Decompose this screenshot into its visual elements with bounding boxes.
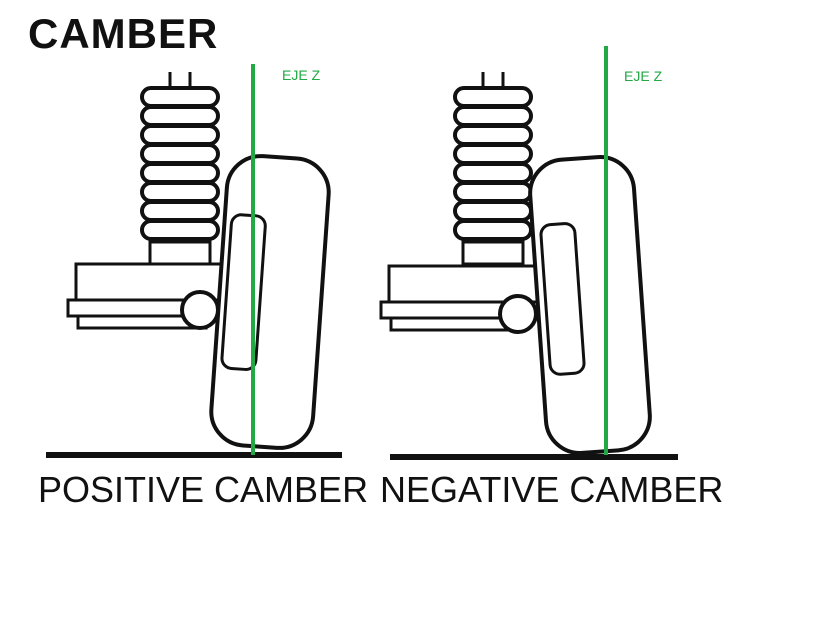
coil-spring: [453, 86, 533, 241]
shock-mount: [148, 240, 212, 266]
shock-mount: [461, 240, 525, 266]
positive-camber-panel: EJE Z POSITIVE CAMBER: [38, 64, 368, 510]
tire: [209, 154, 331, 450]
diagram-title: CAMBER: [28, 10, 218, 57]
ground-line: [46, 452, 342, 458]
ground-line: [390, 454, 678, 460]
z-axis-label: EJE Z: [282, 67, 321, 83]
positive-camber-caption: POSITIVE CAMBER: [38, 469, 368, 510]
negative-camber-caption: NEGATIVE CAMBER: [380, 469, 723, 510]
tire: [528, 155, 652, 455]
negative-camber-panel: EJE Z NEGATIVE CAMBER: [379, 46, 723, 510]
control-arm: [66, 262, 228, 330]
ball-joint: [498, 294, 538, 334]
z-axis-label: EJE Z: [624, 68, 663, 84]
coil-spring: [140, 86, 220, 241]
wheel-hub: [539, 222, 586, 376]
ball-joint: [180, 290, 220, 330]
control-arm: [379, 264, 541, 332]
